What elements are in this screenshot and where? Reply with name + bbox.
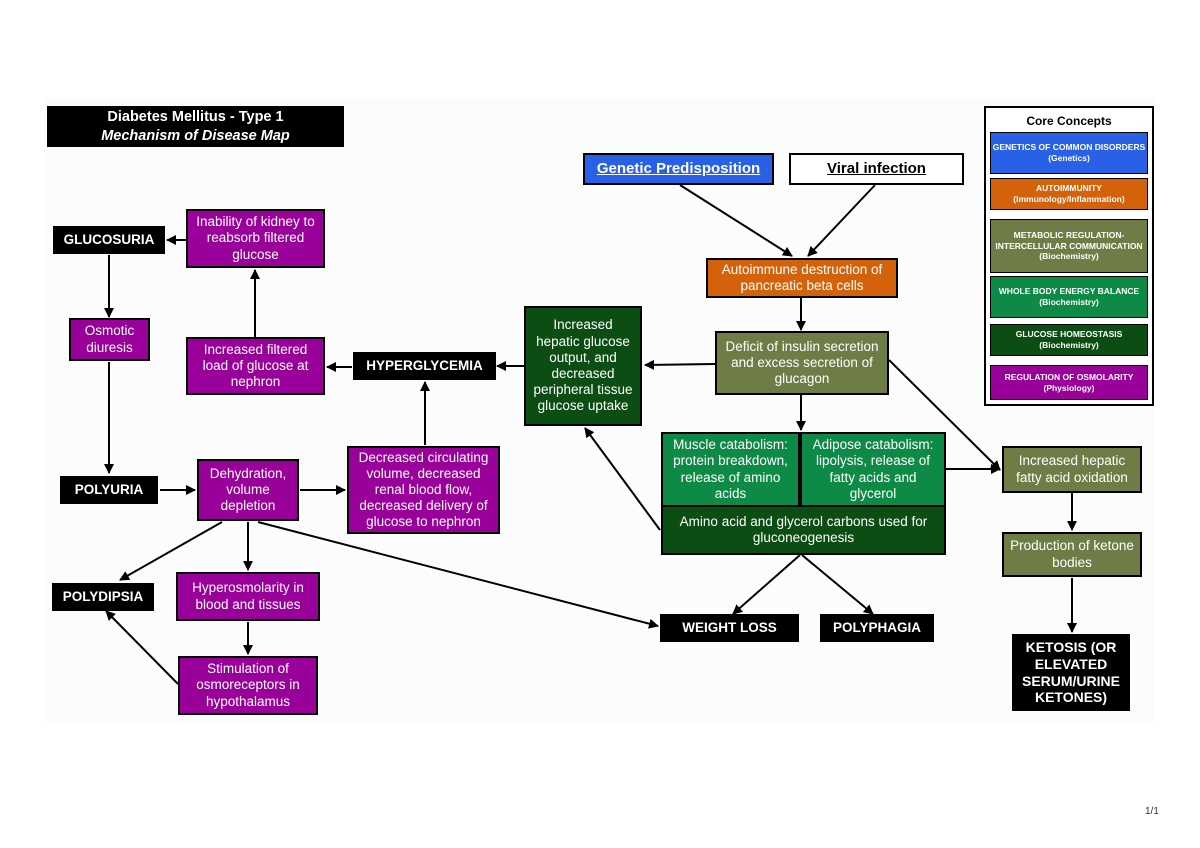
polyphagia-node: POLYPHAGIA [820, 614, 934, 642]
legend-item-label: AUTOIMMUNITY [1036, 183, 1102, 194]
ketone-production-node: Production of ketone bodies [1002, 532, 1142, 577]
insulin-deficit-node: Deficit of insulin secretion and excess … [715, 331, 889, 395]
legend-item-sub: (Biochemistry) [1039, 297, 1099, 307]
genetic-predisposition-node: Genetic Predisposition [583, 153, 774, 185]
title-line-2: Mechanism of Disease Map [101, 127, 290, 144]
map-title: Diabetes Mellitus - Type 1 Mechanism of … [47, 106, 344, 147]
gluconeogenesis-node: Amino acid and glycerol carbons used for… [661, 505, 946, 555]
weight-loss-node: WEIGHT LOSS [660, 614, 799, 642]
viral-infection-node: Viral infection [789, 153, 964, 185]
autoimmune-destruction-node: Autoimmune destruction of pancreatic bet… [706, 258, 898, 298]
core-concepts-legend: Core Concepts GENETICS OF COMMON DISORDE… [984, 106, 1154, 406]
dehydration-node: Dehydration, volume depletion [197, 459, 299, 521]
legend-item-sub: (Biochemistry) [1039, 251, 1099, 262]
title-line-1: Diabetes Mellitus - Type 1 [107, 109, 284, 125]
legend-item-sub: (Biochemistry) [1039, 340, 1099, 350]
legend-item-sub: (Immunology/Inflammation) [1013, 194, 1125, 204]
muscle-catabolism-node: Muscle catabolism: protein breakdown, re… [661, 432, 800, 507]
legend-item-label: METABOLIC REGULATION-INTERCELLULAR COMMU… [995, 230, 1143, 251]
legend-item-sub: (Physiology) [1043, 382, 1095, 393]
legend-item-label: GENETICS OF COMMON DISORDERS [992, 142, 1146, 153]
fatty-acid-oxidation-node: Increased hepatic fatty acid oxidation [1002, 446, 1142, 493]
hyperglycemia-node: HYPERGLYCEMIA [353, 352, 496, 380]
decreased-circulating-node: Decreased circulating volume, decreased … [347, 446, 500, 534]
legend-title: Core Concepts [1026, 114, 1112, 128]
legend-item-label: WHOLE BODY ENERGY BALANCE [998, 286, 1140, 297]
legend-item-energy-balance: WHOLE BODY ENERGY BALANCE (Biochemistry) [990, 276, 1148, 318]
glucosuria-node: GLUCOSURIA [53, 226, 165, 254]
legend-item-autoimmunity: AUTOIMMUNITY (Immunology/Inflammation) [990, 178, 1148, 210]
kidney-inability-node: Inability of kidney to reabsorb filtered… [186, 209, 325, 268]
hepatic-glucose-output-node: Increased hepatic glucose output, and de… [524, 306, 642, 426]
hyperosmolarity-node: Hyperosmolarity in blood and tissues [176, 572, 320, 621]
adipose-catabolism-node: Adipose catabolism: lipolysis, release o… [800, 432, 946, 507]
osmoreceptor-stimulation-node: Stimulation of osmoreceptors in hypothal… [178, 656, 318, 715]
polydipsia-node: POLYDIPSIA [52, 583, 154, 611]
legend-item-label: REGULATION OF OSMOLARITY [1004, 371, 1134, 382]
legend-item-glucose-homeostasis: GLUCOSE HOMEOSTASIS (Biochemistry) [990, 324, 1148, 356]
filtered-load-node: Increased filtered load of glucose at ne… [186, 337, 325, 395]
polyuria-node: POLYURIA [60, 476, 158, 504]
osmotic-diuresis-node: Osmotic diuresis [69, 318, 150, 361]
legend-item-osmolarity: REGULATION OF OSMOLARITY (Physiology) [990, 365, 1148, 400]
legend-item-metabolic-regulation: METABOLIC REGULATION-INTERCELLULAR COMMU… [990, 219, 1148, 273]
legend-item-genetics: GENETICS OF COMMON DISORDERS (Genetics) [990, 132, 1148, 174]
legend-item-label: GLUCOSE HOMEOSTASIS [1015, 329, 1123, 340]
page-number: 1/1 [1145, 806, 1159, 817]
legend-item-sub: (Genetics) [1048, 153, 1090, 163]
ketosis-node: KETOSIS (OR ELEVATED SERUM/URINE KETONES… [1012, 634, 1130, 711]
